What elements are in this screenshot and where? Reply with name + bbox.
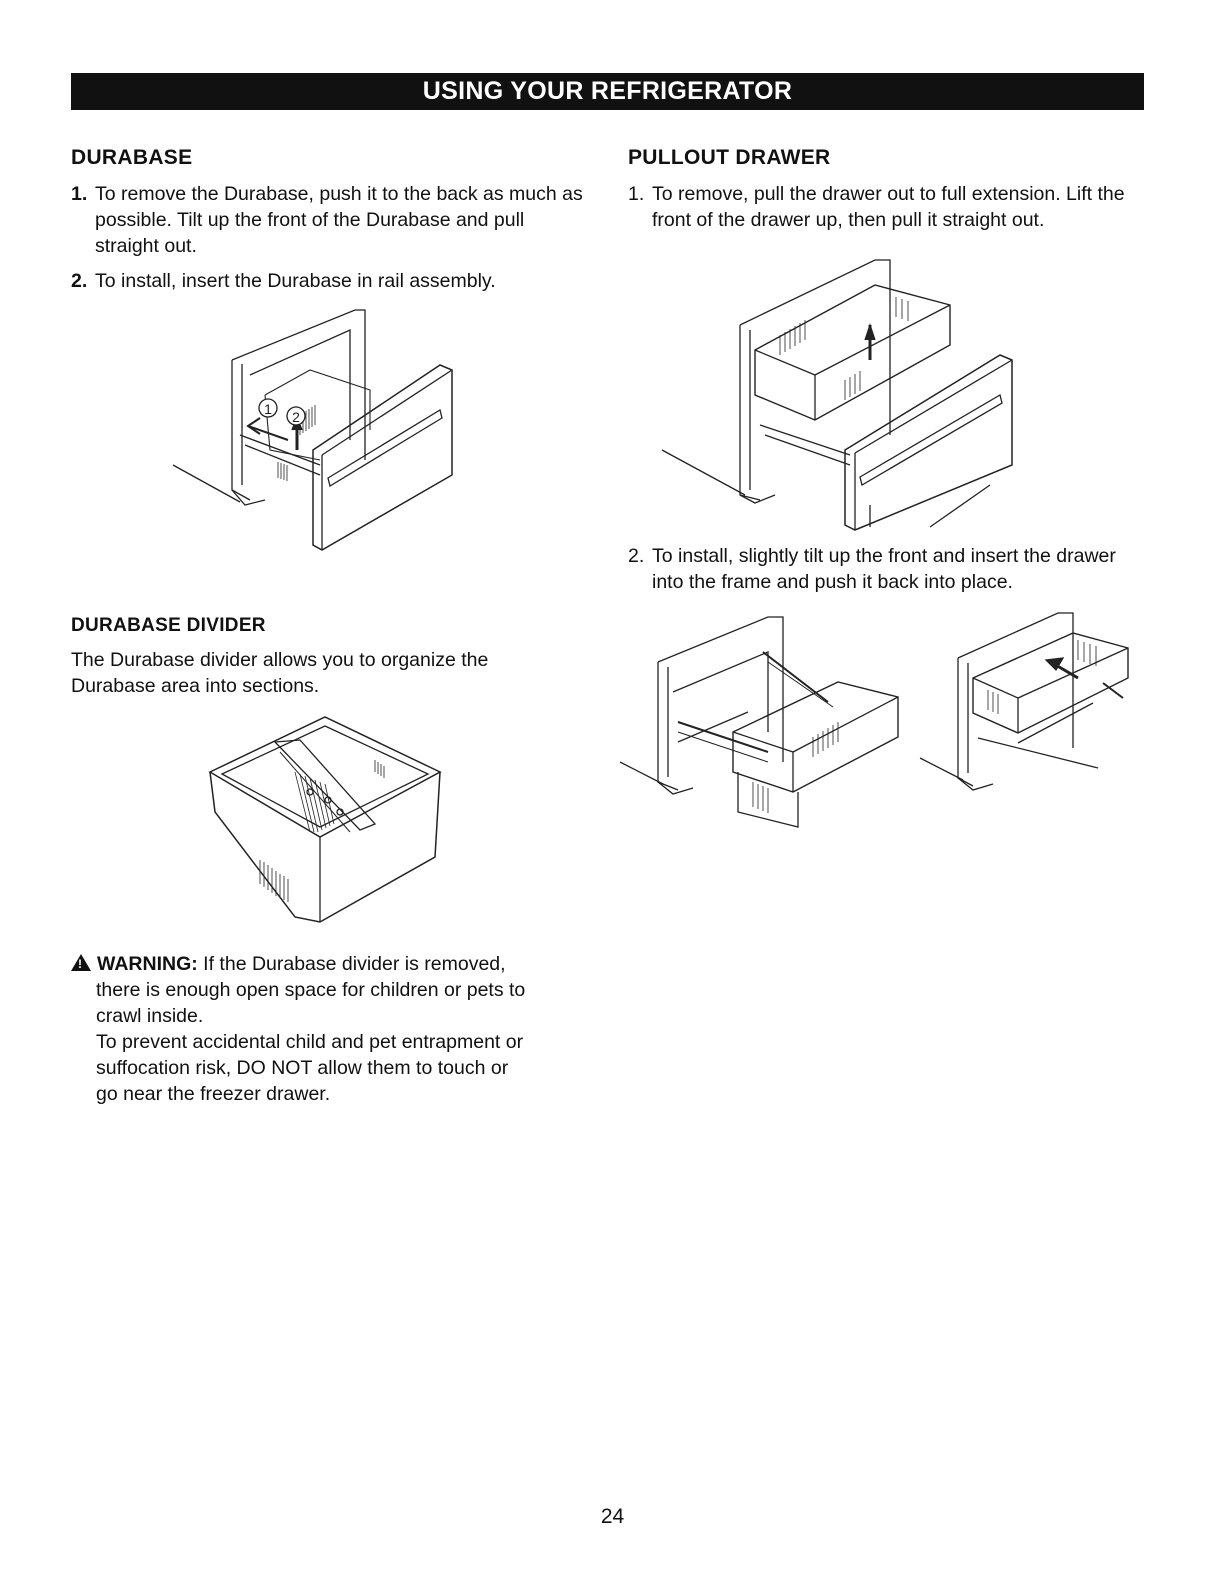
warning-line-5: go near the freezer drawer. bbox=[96, 1083, 331, 1105]
durabase-divider-illustration bbox=[208, 716, 442, 923]
step-number: 2. bbox=[71, 270, 88, 292]
warning-line-2: crawl inside. bbox=[96, 1005, 204, 1027]
divider-description: The Durabase divider allows you to organ… bbox=[71, 649, 489, 697]
warning-label: WARNING: bbox=[97, 953, 198, 975]
warning-line-1: there is enough open space for children … bbox=[96, 979, 526, 1001]
step-number: 1. bbox=[71, 183, 88, 205]
step-text: To remove the Durabase, push it to the b… bbox=[95, 183, 583, 257]
pullout-install-illustration-tilt bbox=[619, 616, 899, 828]
divider-heading: DURABASE DIVIDER bbox=[71, 615, 266, 636]
step-text: To install, insert the Durabase in rail … bbox=[95, 270, 496, 292]
step-text: To install, slightly tilt up the front a… bbox=[652, 545, 1116, 593]
warning-icon bbox=[71, 954, 91, 971]
step-number: 1. bbox=[628, 183, 645, 205]
pullout-step-2: 2. To install, slightly tilt up the fron… bbox=[628, 543, 1138, 595]
pullout-heading: PULLOUT DRAWER bbox=[628, 146, 831, 169]
durabase-step-2: 2. To install, insert the Durabase in ra… bbox=[71, 268, 591, 294]
callout-2: 2 bbox=[292, 409, 300, 425]
warning-line-3: To prevent accidental child and pet entr… bbox=[96, 1031, 524, 1053]
callout-1: 1 bbox=[264, 401, 272, 417]
durabase-removal-illustration: 1 2 bbox=[172, 309, 453, 551]
step-number: 2. bbox=[628, 545, 645, 567]
pullout-install-illustration-push bbox=[919, 612, 1129, 791]
durabase-heading: DURABASE bbox=[71, 146, 193, 169]
durabase-step-1: 1. To remove the Durabase, push it to th… bbox=[71, 181, 591, 259]
page-number: 24 bbox=[600, 1505, 625, 1528]
warning-lead-text: If the Durabase divider is removed, bbox=[203, 953, 506, 975]
step-text: To remove, pull the drawer out to full e… bbox=[652, 183, 1125, 231]
pullout-removal-illustration bbox=[661, 259, 1013, 531]
pullout-step-1: 1. To remove, pull the drawer out to ful… bbox=[628, 181, 1138, 233]
section-banner: USING YOUR REFRIGERATOR bbox=[71, 73, 1144, 110]
warning-line-4: suffocation risk, DO NOT allow them to t… bbox=[96, 1057, 509, 1079]
warning-block: WARNING: If the Durabase divider is remo… bbox=[71, 951, 591, 1107]
